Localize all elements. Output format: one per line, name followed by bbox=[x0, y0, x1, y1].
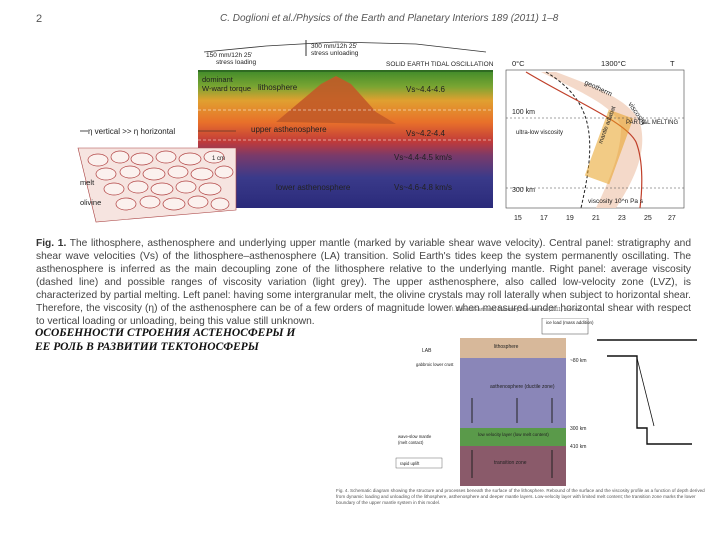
fig2-depth-410: 410 km bbox=[570, 444, 586, 450]
fig2-wave-speed: wave-slow mantle bbox=[398, 434, 432, 439]
fig2-lab: LAB bbox=[422, 348, 432, 354]
fig2-asthenosphere: asthenosphere (ductile zone) bbox=[490, 384, 555, 390]
viscosity-panel bbox=[505, 69, 685, 209]
low-velocity-band bbox=[460, 428, 566, 446]
ice-load-label: ice load (mass addition) bbox=[546, 320, 594, 325]
depth-100: 100 km bbox=[512, 109, 535, 116]
caption-text: The lithosphere, asthenosphere and under… bbox=[36, 238, 691, 327]
vs-lower: Vs~4.6-4.8 km/s bbox=[394, 183, 452, 192]
upper-asthenosphere-label: upper asthenosphere bbox=[251, 125, 327, 134]
running-header: C. Doglioni et al./Physics of the Earth … bbox=[220, 13, 559, 24]
ultra-low-viscosity: ultra-low viscosity bbox=[516, 130, 563, 136]
lower-asthenosphere-label: lower asthenosphere bbox=[276, 183, 351, 192]
fig2-low-velocity: low velocity layer (low melt content) bbox=[478, 432, 549, 437]
visc-tick: 21 bbox=[592, 215, 600, 222]
tidal-annot-3: 150 mm/12h 25' bbox=[206, 52, 252, 59]
asthenosphere-band bbox=[460, 358, 566, 428]
depth-300: 300 km bbox=[512, 187, 535, 194]
caption-label: Fig. 1. bbox=[36, 238, 67, 249]
tidal-annot-1: 300 mm/12h 25' bbox=[311, 43, 357, 50]
temp-0: 0°C bbox=[512, 59, 525, 68]
visc-tick: 19 bbox=[566, 215, 574, 222]
tidal-curve bbox=[203, 41, 487, 53]
fig2-depth-80: ~80 km bbox=[570, 358, 587, 364]
fig2-gabbro: gabbroic lower crust bbox=[416, 362, 454, 367]
upwelling-arrows bbox=[471, 398, 553, 478]
tidal-annot-2: stress unloading bbox=[311, 50, 359, 57]
ridge-uplift bbox=[276, 76, 396, 124]
title-line-2: ЕЕ РОЛЬ В РАЗВИТИИ ТЕКТОНОСФЕРЫ bbox=[35, 341, 259, 353]
olivine-texture-panel bbox=[77, 147, 237, 223]
figure-2: ice load (mass addition) lithosphere ast… bbox=[392, 318, 712, 486]
tidal-annot-4: stress loading bbox=[216, 59, 256, 66]
olivine-label: olivine bbox=[80, 198, 101, 207]
temp-1300: 1300°C bbox=[601, 59, 627, 68]
surface-layer bbox=[198, 70, 493, 72]
figure-2-header: I. Authors/Earth and Planetary Interiors… bbox=[452, 307, 582, 313]
viscosity-step-profile bbox=[597, 339, 697, 445]
rapid-uplift-box bbox=[395, 457, 443, 469]
vs-mid: Vs~4.4-4.5 km/s bbox=[394, 153, 452, 162]
lithosphere-band bbox=[460, 338, 566, 358]
vs-lithosphere: Vs~4.4-4.6 bbox=[406, 85, 445, 94]
lithosphere-label: lithosphere bbox=[258, 83, 298, 92]
viscosity-axis-label: viscosity 10^n Pa s bbox=[588, 198, 644, 205]
russian-title: ОСОБЕННОСТИ СТРОЕНИЯ АСТЕНОСФЕРЫ И ЕЕ РО… bbox=[35, 326, 335, 354]
title-line-1: ОСОБЕННОСТИ СТРОЕНИЯ АСТЕНОСФЕРЫ И bbox=[35, 327, 296, 339]
fig2-melt-contact: (melt contact) bbox=[398, 440, 424, 445]
figure-1-caption: Fig. 1. The lithosphere, asthenosphere a… bbox=[36, 237, 691, 328]
fig2-depth-300: 300 km bbox=[570, 426, 586, 432]
page-number: 2 bbox=[36, 13, 43, 25]
fig2-rapid-uplift: rapid uplift bbox=[400, 461, 420, 466]
eta-label: η vertical >> η horizontal bbox=[88, 127, 175, 136]
fig2-lithosphere: lithosphere bbox=[494, 344, 519, 350]
visc-tick: 25 bbox=[644, 215, 652, 222]
visc-tick: 23 bbox=[618, 215, 626, 222]
melt-label: melt bbox=[80, 178, 95, 187]
viscosity-ticks: 15 17 19 21 23 25 27 bbox=[514, 215, 676, 222]
ice-load-box bbox=[541, 318, 589, 335]
figure-1: 300 mm/12h 25' stress unloading 150 mm/1… bbox=[77, 40, 685, 223]
dominant-torque-2: W-ward torque bbox=[202, 84, 251, 93]
dominant-torque-1: dominant bbox=[202, 75, 234, 84]
vs-upper: Vs~4.2-4.4 bbox=[406, 129, 445, 138]
visc-tick: 17 bbox=[540, 215, 548, 222]
solid-tide-label: SOLID EARTH TIDAL OSCILLATION bbox=[386, 61, 494, 68]
temp-T: T bbox=[670, 59, 675, 68]
transition-band bbox=[460, 446, 566, 486]
fig2-transition: transition zone bbox=[494, 460, 527, 466]
scale-1cm: 1 cm bbox=[212, 156, 225, 162]
partial-melting: PARTIAL MELTING bbox=[626, 120, 678, 126]
visc-tick: 15 bbox=[514, 215, 522, 222]
visc-tick: 27 bbox=[668, 215, 676, 222]
figure-2-caption: Fig. 4. Schematic diagram showing the st… bbox=[336, 488, 705, 505]
